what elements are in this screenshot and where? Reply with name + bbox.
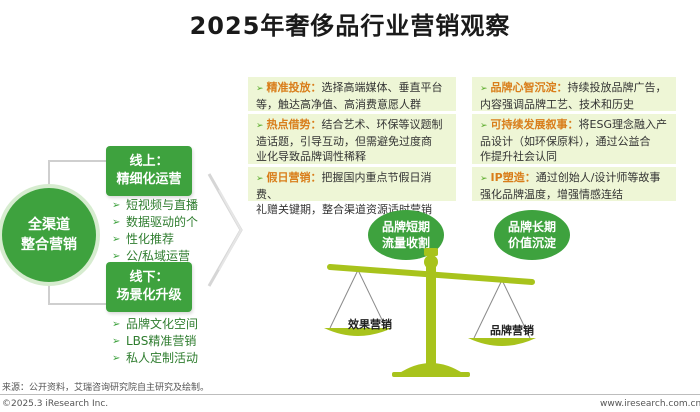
pan-label-performance: 效果营销	[348, 318, 392, 331]
balance-scale-icon	[324, 248, 536, 377]
long-term-line-2: 价值沉淀	[507, 236, 556, 250]
offline-line-2: 场景化升级	[116, 288, 182, 303]
arrow-icon: ➢	[480, 121, 488, 131]
online-bullet: 短视频与直播	[112, 197, 198, 214]
long-term-line-1: 品牌长期	[507, 220, 556, 234]
footer-divider	[0, 394, 700, 395]
pan-label-brand: 品牌营销	[490, 324, 534, 337]
offline-bullet: LBS精准营销	[112, 333, 198, 350]
online-bullet-cont: 性化推荐	[112, 231, 198, 248]
offline-bullet: 私人定制活动	[112, 350, 198, 367]
online-line-1: 线上：	[129, 154, 169, 169]
strategy-card-ip: ➢IP塑造：通过创始人/设计师等故事 强化品牌温度，增强情感连结	[472, 167, 676, 201]
copyright: ©2025.3 iResearch Inc.	[2, 399, 109, 409]
offline-channel-box: 线下： 场景化升级	[106, 262, 192, 312]
arrow-icon: ➢	[480, 174, 488, 184]
offline-bullets: 品牌文化空间 LBS精准营销 私人定制活动	[112, 316, 198, 367]
hub-line-1: 全渠道	[28, 217, 70, 233]
offline-line-1: 线下：	[129, 270, 169, 285]
offline-bullet: 品牌文化空间	[112, 316, 198, 333]
arrow-icon: ➢	[480, 84, 488, 94]
website: www.iresearch.com.cn	[600, 399, 700, 409]
long-term-bubble: 品牌长期 价值沉淀	[494, 210, 570, 260]
online-line-2: 精细化运营	[116, 172, 182, 187]
strategy-card-precise-ads: ➢精准投放：选择高端媒体、垂直平台 等，触达高净值、高消费意愿人群	[248, 77, 456, 111]
source-note: 来源：公开资料，艾瑞咨询研究院自主研究及绘制。	[2, 383, 210, 393]
online-bullet: 数据驱动的个	[112, 214, 198, 231]
online-channel-box: 线上： 精细化运营	[106, 146, 192, 196]
arrow-icon: ➢	[256, 84, 264, 94]
connector-bottom	[48, 303, 110, 305]
online-bullet: 公/私域运营	[112, 248, 198, 265]
strategy-card-trending: ➢热点借势：结合艺术、环保等议题制 造话题，引导互动，但需避免过度商 业化导致品…	[248, 114, 456, 164]
strategy-card-sustainability: ➢可持续发展叙事：将ESG理念融入产 品设计（如环保原料），通过公益合 作提升社…	[472, 114, 676, 164]
connector-top	[48, 160, 110, 162]
hub-line-2: 整合营销	[21, 237, 77, 253]
strategy-card-brand-mind: ➢品牌心智沉淀：持续投放品牌广告， 内容强调品牌工艺、技术和历史	[472, 77, 676, 111]
strategy-card-holiday: ➢假日营销：把握国内重点节假日消费、 礼赠关键期，整合渠道资源适时营销	[248, 167, 456, 216]
omnichannel-hub: 全渠道 整合营销	[2, 188, 96, 282]
online-bullets: 短视频与直播 数据驱动的个 性化推荐 公/私域运营	[112, 197, 198, 265]
arrow-icon: ➢	[256, 121, 264, 131]
chevron-right-icon	[207, 173, 243, 287]
short-term-line-1: 品牌短期	[381, 220, 430, 234]
short-term-line-2: 流量收割	[381, 236, 430, 250]
page-title: 2025年奢侈品行业营销观察	[189, 12, 511, 40]
arrow-icon: ➢	[256, 174, 264, 184]
